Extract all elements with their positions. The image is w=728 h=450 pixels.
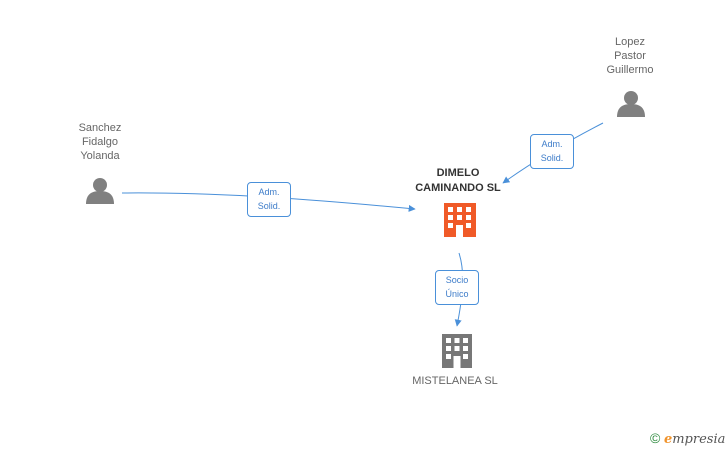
building-icon[interactable] (444, 203, 476, 237)
company-label-dimelo[interactable]: DIMELO CAMINANDO SL (415, 167, 501, 194)
building-icon[interactable] (442, 334, 472, 368)
person-label-sanchez[interactable]: Sanchez Fidalgo Yolanda (78, 122, 122, 162)
brand-logo: © empresia (650, 430, 726, 447)
edge-label-lopez-dimelo: Adm. Solid. (530, 134, 574, 169)
edge-label-sanchez-dimelo: Adm. Solid. (247, 182, 291, 217)
person-icon[interactable] (86, 178, 114, 204)
person-label-lopez[interactable]: Lopez Pastor Guillermo (606, 36, 654, 76)
person-icon[interactable] (617, 91, 645, 117)
copyright-icon: © (650, 430, 661, 446)
company-label-mistelanea[interactable]: MISTELANEA SL (412, 375, 498, 387)
edge-label-dimelo-mistelanea: Socio Único (435, 270, 479, 305)
